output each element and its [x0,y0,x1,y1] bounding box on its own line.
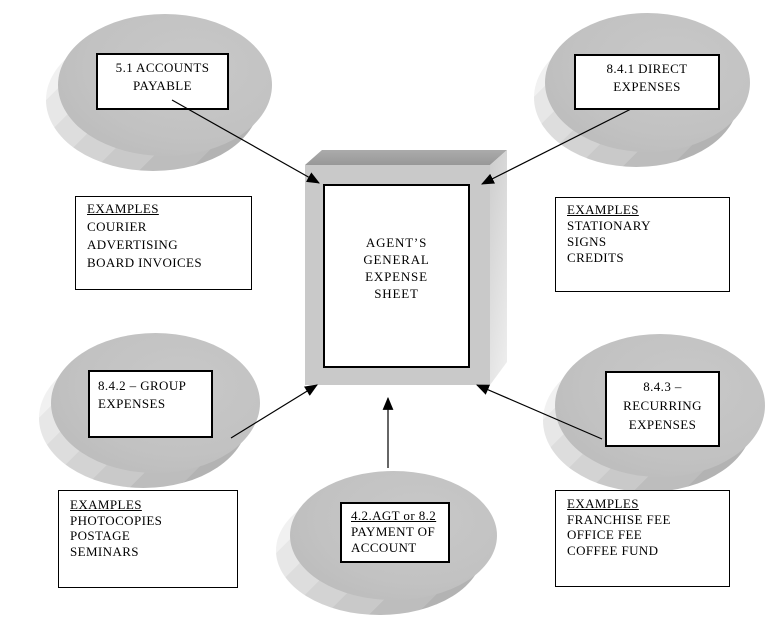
examples-item: COURIER [87,219,147,234]
examples-item: SIGNS [567,234,607,249]
examples-item: FRANCHISE FEE [567,511,671,527]
center-sheet: AGENT’S GENERAL EXPENSE SHEET [323,184,470,368]
label-payment-of-account: 4.2.AGT or 8.2 PAYMENT OF ACCOUNT [340,502,450,563]
examples-item: CREDITS [567,250,624,265]
center-sheet-line: EXPENSE [365,269,428,284]
examples-item: COFFEE FUND [567,542,659,558]
label-heading: 4.2.AGT or 8.2 [351,508,437,523]
center-box-side-face [490,150,507,385]
examples-item: PHOTOCOPIES [70,512,163,528]
center-sheet-line: GENERAL [363,252,430,267]
label-accounts-payable: 5.1 ACCOUNTS PAYABLE [96,53,229,110]
examples-heading: EXAMPLES [70,497,142,512]
examples-item: SEMINARS [70,543,139,559]
label-line: RECURRING [623,398,702,413]
label-line: 5.1 ACCOUNTS [115,60,210,75]
examples-item: BOARD INVOICES [87,255,203,270]
examples-recurring-expenses: EXAMPLES FRANCHISE FEE OFFICE FEE COFFEE… [555,490,730,587]
examples-group-expenses: EXAMPLES PHOTOCOPIES POSTAGE SEMINARS [58,490,238,588]
label-line: 8.4.3 – [643,379,682,394]
center-sheet-line: SHEET [374,286,419,301]
examples-heading: EXAMPLES [567,496,639,511]
label-line: PAYABLE [133,78,192,93]
examples-accounts-payable: EXAMPLES COURIER ADVERTISING BOARD INVOI… [75,196,252,290]
examples-item: POSTAGE [70,528,131,543]
center-box-top-face [305,150,507,165]
label-line: ACCOUNT [351,540,417,555]
label-group-expenses: 8.4.2 – GROUP EXPENSES [88,370,213,438]
label-line: 8.4.1 DIRECT [606,61,688,76]
label-line: EXPENSES [628,417,697,432]
label-line: PAYMENT OF [351,524,436,539]
examples-item: OFFICE FEE [567,527,643,542]
label-direct-expenses: 8.4.1 DIRECT EXPENSES [574,54,720,110]
label-line: EXPENSES [613,79,681,94]
label-line: 8.4.2 – GROUP [98,378,187,393]
examples-item: STATIONARY [567,218,651,233]
examples-heading: EXAMPLES [567,202,639,217]
center-sheet-line: AGENT’S [365,235,428,250]
examples-direct-expenses: EXAMPLES STATIONARY SIGNS CREDITS [555,197,730,292]
examples-item: ADVERTISING [87,237,179,252]
label-recurring-expenses: 8.4.3 – RECURRING EXPENSES [605,371,720,447]
label-line: EXPENSES [98,396,166,411]
examples-heading: EXAMPLES [87,201,159,216]
